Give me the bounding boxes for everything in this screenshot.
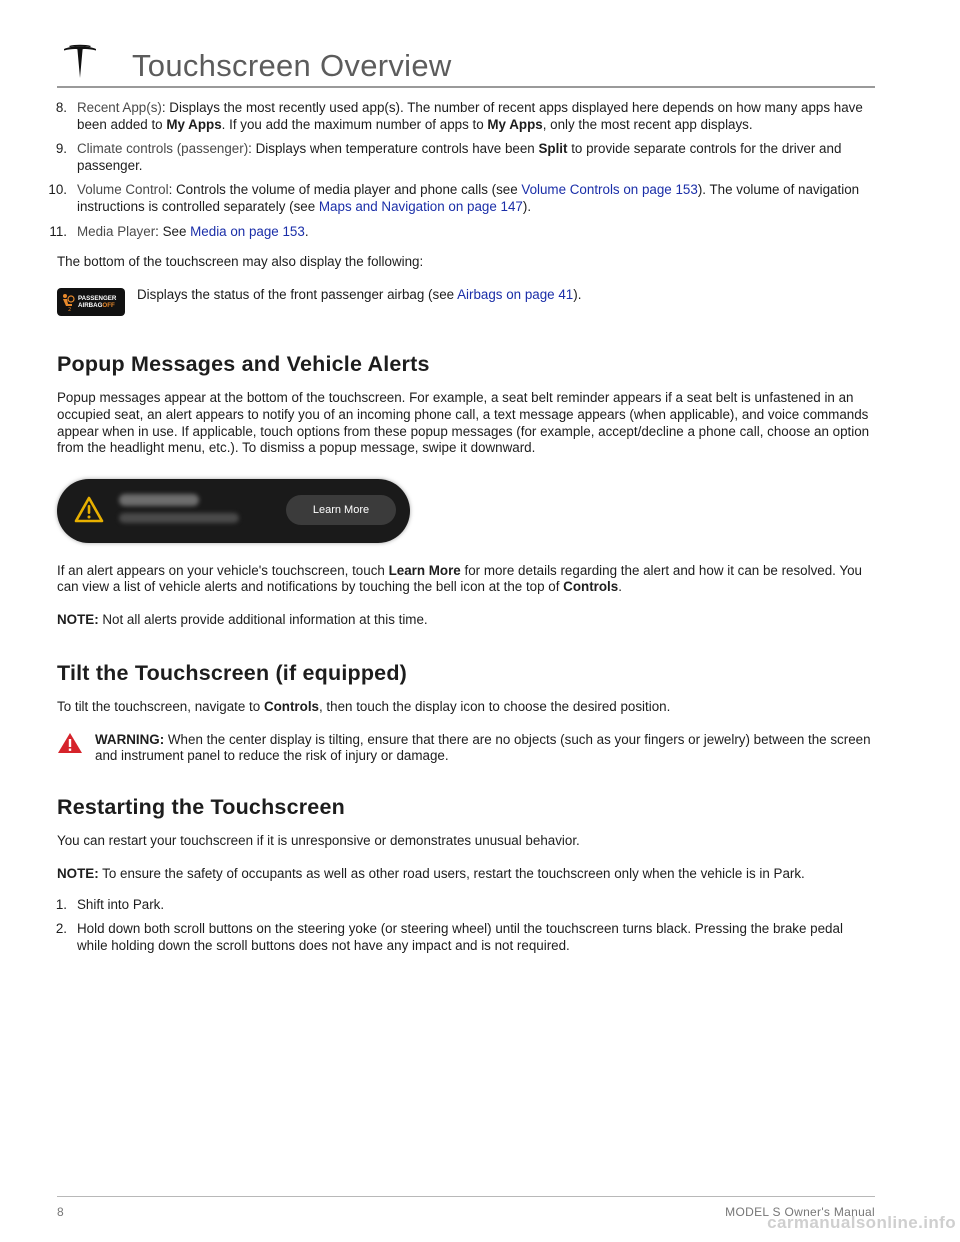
airbag-badge-off: OFF [102,301,115,309]
restart-note-text: To ensure the safety of occupants as wel… [98,866,805,882]
airbag-badge-word: AIRBAG [78,301,103,309]
popup-message: Learn More [57,478,410,543]
note-label: NOTE: [57,611,99,627]
list-item-term: Recent App(s) [77,100,162,115]
airbag-text: Displays the status of the front passeng… [137,286,458,302]
step-text: Hold down both scroll buttons on the ste… [77,921,843,953]
restart-note: NOTE: To ensure the safety of occupants … [57,866,875,883]
alert-paragraph: If an alert appears on your vehicle's to… [57,563,875,596]
list-item-text: : Displays when temperature controls hav… [248,141,539,157]
step-text: Shift into Park. [77,896,165,912]
airbags-link[interactable]: Airbags on page 41 [457,286,574,302]
list-item-text: . [304,223,309,239]
list-item-text: to provide separate controls for the dri… [77,141,842,173]
tilt-heading: Tilt the Touchscreen (if equipped) [57,660,408,685]
list-item: 9. Climate controls (passenger): Displays… [56,141,875,174]
watermark: carmanualsonline.info [767,1213,956,1232]
svg-text:2: 2 [68,307,71,311]
page-title: Touchscreen Overview [132,48,452,83]
list-item-number: 8. [55,100,67,115]
list-item-text: ). The volume of navigation instructions… [77,182,860,214]
list-item-term: Volume Control [77,182,169,198]
alert-text-1: If an alert appears on your vehicle's to… [57,562,389,578]
list-item-number: 9. [55,141,67,157]
page-number: 8 [57,1205,64,1219]
alert-warning-icon [74,496,104,523]
warning-icon [58,732,82,753]
restart-steps: 1. Shift into Park. 2. Hold down both scrol… [56,896,875,955]
list-item-bold: My Apps [487,116,543,132]
alert-bold-learn-more: Learn More [388,562,461,578]
list-item-text: : Controls the volume of media player an… [168,182,522,198]
list-item-text: : See [155,223,191,239]
list-item-text: , only the most recent app displays. [542,116,753,132]
alert-bold-controls: Controls [563,579,619,595]
list-item-number: 10. [48,182,67,198]
list-item-text: ). [522,198,532,214]
alerts-note: NOTE: Not all alerts provide additional … [57,612,875,629]
warning-text: When the center display is tilting, ensu… [95,731,871,764]
cross-reference-link[interactable]: Volume Controls on page 153 [521,182,698,198]
learn-more-button[interactable]: Learn More [286,494,396,525]
alert-text-3: . [618,579,622,595]
airbag-icon: 2 [63,293,75,311]
list-item-text: . If you add the maximum number of apps … [221,116,488,132]
airbag-description: Displays the status of the front passeng… [137,287,581,304]
list-item: 8. Recent App(s): Displays the most recen… [56,100,875,133]
page-header: Touchscreen Overview [57,40,875,88]
list-item-number: 11. [49,223,67,239]
page-content: 8. Recent App(s): Displays the most recen… [48,100,875,962]
restart-heading: Restarting the Touchscreen [57,794,345,819]
restart-intro: You can restart your touchscreen if it i… [57,833,580,849]
list-item: 10. Volume Control: Controls the volume o… [48,182,875,215]
restart-note-label: NOTE: [57,866,99,882]
blurred-message-title [119,493,199,506]
manual-title: MODEL S Owner's Manual [725,1205,875,1219]
tilt-text-1: To tilt the touchscreen, navigate to [57,699,264,715]
cross-reference-link[interactable]: Maps and Navigation on page 147 [318,198,523,214]
list-item-bold: My Apps [166,116,222,132]
blurred-message-subtitle [119,512,239,523]
airbag-text-end: ). [573,286,582,302]
step-number: 1. [55,896,67,912]
feature-list: 8. Recent App(s): Displays the most recen… [48,100,875,241]
tilt-warning: WARNING: When the center display is tilt… [57,732,875,765]
cross-reference-link[interactable]: Media on page 153 [190,223,305,239]
list-item-term: Climate controls (passenger) [77,141,249,157]
step-item: 2. Hold down both scroll buttons on the s… [56,921,875,954]
tilt-paragraph: To tilt the touchscreen, navigate to Con… [57,699,875,716]
step-number: 2. [55,921,67,937]
passenger-airbag-badge: 2 PASSENGER AIRBAGOFF [57,287,125,316]
step-item: 1. Shift into Park. [56,896,875,914]
tesla-logo-icon [64,44,96,78]
popup-paragraph: Popup messages appear at the bottom of t… [57,390,870,456]
page-footer: 8 MODEL S Owner's Manual [57,1196,875,1219]
airbag-badge-line1: PASSENGER [78,294,117,302]
tilt-text-2: , then touch the display icon to choose … [318,699,671,715]
warning-label: WARNING: [95,731,165,747]
list-item-bold: Split [538,141,568,157]
note-text: Not all alerts provide additional inform… [98,611,428,627]
warning-text-block: WARNING: When the center display is tilt… [95,732,875,765]
popup-heading: Popup Messages and Vehicle Alerts [57,351,430,376]
airbag-status-row: 2 PASSENGER AIRBAGOFF Displays the statu… [57,287,875,316]
list-item: 11. Media Player: See Media on page 153. [49,223,875,241]
popup-example-image: Learn More [57,478,410,543]
tilt-bold-controls: Controls [263,699,319,715]
list-item-term: Media Player [77,223,156,239]
bottom-intro: The bottom of the touchscreen may also d… [57,254,424,270]
alert-text-2: for more details regarding the alert and… [57,562,862,595]
list-item-text: : Displays the most recently used app(s)… [77,100,863,132]
